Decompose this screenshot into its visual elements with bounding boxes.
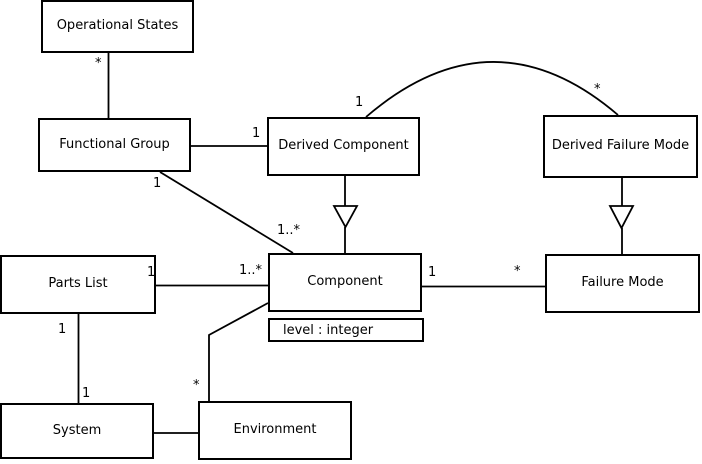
class-box-derived-component: Derived Component bbox=[267, 117, 420, 176]
multiplicity-label: 1 bbox=[355, 95, 364, 110]
generalization-triangle-icon bbox=[608, 205, 635, 230]
association-functional-group-component bbox=[159, 171, 294, 254]
class-name-label: Derived Failure Mode bbox=[551, 138, 690, 154]
class-box-failure-mode: Failure Mode bbox=[545, 254, 700, 313]
class-name-label: Failure Mode bbox=[581, 275, 664, 291]
class-name-label: Parts List bbox=[48, 276, 108, 292]
multiplicity-label: 1 bbox=[428, 265, 437, 280]
multiplicity-label: * bbox=[193, 378, 200, 393]
class-name-label: Operational States bbox=[56, 18, 179, 34]
multiplicity-label: 1 bbox=[82, 386, 91, 401]
class-name-label: Derived Component bbox=[278, 138, 409, 154]
multiplicity-label: 1 bbox=[147, 265, 156, 280]
multiplicity-label: 1..* bbox=[277, 223, 301, 238]
multiplicity-label: 1..* bbox=[239, 263, 263, 278]
multiplicity-label: * bbox=[594, 82, 601, 97]
class-attribute-compartment-component: level : integer bbox=[268, 318, 424, 342]
multiplicity-label: * bbox=[95, 56, 102, 71]
class-box-functional-group: Functional Group bbox=[38, 118, 191, 172]
class-attribute-label: level : integer bbox=[283, 322, 374, 338]
multiplicity-label: 1 bbox=[153, 176, 162, 191]
multiplicity-label: 1 bbox=[58, 322, 67, 337]
association-component-environment bbox=[208, 302, 269, 401]
class-name-label: Environment bbox=[233, 422, 317, 438]
generalization-triangle-icon bbox=[332, 205, 359, 229]
association-arc-derived-component-derived-failure-mode bbox=[365, 61, 619, 118]
class-name-label: System bbox=[52, 422, 102, 438]
class-box-component: Component bbox=[268, 253, 422, 312]
class-box-system: System bbox=[0, 403, 154, 459]
class-box-operational-states: Operational States bbox=[41, 0, 194, 53]
class-box-derived-failure-mode: Derived Failure Mode bbox=[543, 115, 698, 178]
multiplicity-label: * bbox=[514, 264, 521, 279]
class-box-parts-list: Parts List bbox=[0, 255, 156, 314]
multiplicity-label: 1 bbox=[252, 126, 261, 141]
class-name-label: Component bbox=[307, 274, 383, 290]
class-box-environment: Environment bbox=[198, 401, 352, 460]
class-name-label: Functional Group bbox=[59, 136, 170, 152]
